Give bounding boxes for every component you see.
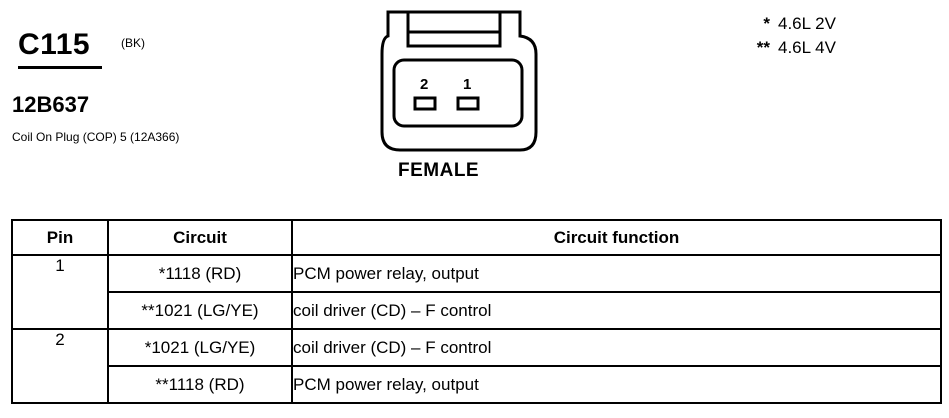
circuit-cell: *1021 (LG/YE) (107, 328, 293, 367)
connector-color-code: (BK) (121, 36, 145, 50)
header-circuit-function: Circuit function (291, 219, 942, 256)
pinout-table: Pin Circuit Circuit function 1 *1118 (RD… (11, 219, 942, 404)
connector-face-diagram: 2 1 (380, 10, 538, 152)
connector-gender-label: FEMALE (398, 160, 480, 181)
pin-2-terminal (413, 96, 437, 111)
pin-2-label: 2 (420, 76, 428, 93)
function-cell: coil driver (CD) – F control (291, 328, 942, 367)
table-row: 1 *1118 (RD) PCM power relay, output (11, 254, 942, 330)
connector-id-underline (18, 66, 102, 69)
legend-mark: * (763, 14, 770, 33)
table-header-row: Pin Circuit Circuit function (11, 219, 942, 256)
pin-1-label: 1 (463, 76, 471, 93)
circuit-cell: *1118 (RD) (107, 254, 293, 293)
function-cell: PCM power relay, output (291, 254, 942, 293)
pin-1-terminal (456, 96, 480, 111)
connector-id: C115 (18, 28, 91, 61)
table-row: **1021 (LG/YE) coil driver (CD) – F cont… (12, 291, 942, 330)
pin-number: 2 (11, 328, 109, 404)
connector-outline (380, 10, 538, 152)
legend-row: ** 4.6L 4V (730, 38, 836, 62)
legend-text: 4.6L 4V (778, 38, 836, 57)
legend-text: 4.6L 2V (778, 14, 836, 33)
connector-description: Coil On Plug (COP) 5 (12A366) (12, 130, 180, 144)
header-circuit: Circuit (107, 219, 293, 256)
part-number: 12B637 (12, 92, 90, 117)
function-cell: PCM power relay, output (291, 365, 942, 404)
header-pin: Pin (11, 219, 109, 256)
table-row: 2 *1021 (LG/YE) coil driver (CD) – F con… (11, 328, 942, 404)
function-cell: coil driver (CD) – F control (291, 291, 942, 330)
legend: * 4.6L 2V ** 4.6L 4V (730, 14, 836, 62)
pin-number: 1 (11, 254, 109, 330)
connector-latch (406, 12, 502, 48)
table-row: **1118 (RD) PCM power relay, output (12, 365, 942, 404)
legend-row: * 4.6L 2V (730, 14, 836, 38)
circuit-cell: **1021 (LG/YE) (107, 291, 293, 330)
legend-mark: ** (756, 38, 770, 57)
pin-cavity-housing (392, 58, 524, 128)
circuit-cell: **1118 (RD) (107, 365, 293, 404)
